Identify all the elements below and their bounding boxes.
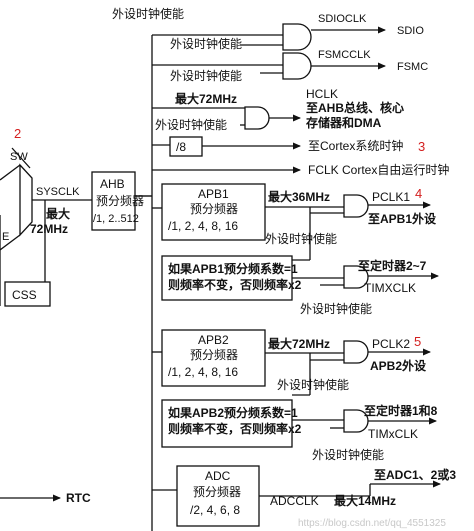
apb1-timer-dest: 至定时器2~7 <box>358 258 427 273</box>
hclk-label: HCLK <box>306 87 338 101</box>
sw-label: SW <box>10 151 28 163</box>
pclk2-label: PCLK2 <box>372 337 410 351</box>
apb1-line3: /1, 2, 4, 8, 16 <box>168 219 238 233</box>
css-label: CSS <box>12 288 37 302</box>
apb1-timer-enable: 外设时钟使能 <box>300 301 372 316</box>
apb1-prescaler-box <box>161 183 266 241</box>
e-label: E <box>2 231 9 243</box>
fsmcclk-label: FSMCCLK <box>318 49 371 61</box>
marker-3: 3 <box>418 139 425 154</box>
timxclk2-label: TIMxCLK <box>368 427 418 441</box>
marker-2: 2 <box>14 126 21 141</box>
ahb-name: AHB <box>100 177 125 191</box>
sdio-label: SDIO <box>397 25 424 37</box>
adc-max-label: 最大14MHz <box>334 493 396 508</box>
sysclk-label: SYSCLK <box>36 186 80 198</box>
apb2-line3: /1, 2, 4, 8, 16 <box>168 365 238 379</box>
ahb-prescaler-box <box>91 171 136 231</box>
apb2-mult-line1: 如果APB2预分频系数=1 <box>168 405 298 420</box>
hclk-and-gate <box>244 106 270 130</box>
apb1-mult-line1: 如果APB1预分频系数=1 <box>168 261 298 276</box>
apb1-timer-and-gate <box>343 265 369 289</box>
apb2-prescaler-box <box>161 329 266 387</box>
apb1-dest-label: 至APB1外设 <box>368 211 437 226</box>
apb1-max-label: 最大36MHz <box>268 189 330 204</box>
adc-dest-label: 至ADC1、2或3 <box>374 467 456 482</box>
apb2-multiplier-box <box>161 399 293 448</box>
sdio-enable-label: 外设时钟使能 <box>112 6 184 21</box>
ahb-line3: /1, 2..512 <box>93 213 139 225</box>
pclk1-label: PCLK1 <box>372 190 410 204</box>
sdio-and-gate <box>282 23 312 51</box>
sysclk-max-line2: 72MHz <box>30 222 68 236</box>
sysclk-mux <box>19 163 33 237</box>
pclk2-and-gate <box>343 340 369 364</box>
sdioclk-label: SDIOCLK <box>318 13 367 25</box>
marker-4: 4 <box>415 186 422 201</box>
marker-5: 5 <box>414 334 421 349</box>
fclk-label: FCLK Cortex自由运行时钟 <box>308 162 449 177</box>
cortex-clock-label: 至Cortex系统时钟 <box>308 138 403 153</box>
hclk-dest-line1: 至AHB总线、核心 <box>306 100 404 115</box>
ahb-line2: 预分频器 <box>96 194 144 208</box>
adc-line2: 预分频器 <box>193 485 241 499</box>
apb2-line2: 预分频器 <box>190 348 238 362</box>
apb2-dest-label: APB2外设 <box>370 358 427 373</box>
apb1-name: APB1 <box>198 187 229 201</box>
apb1-enable-label: 外设时钟使能 <box>265 231 337 246</box>
fsmc-label: FSMC <box>397 61 428 73</box>
fsmc-enable-label: 外设时钟使能 <box>170 36 242 51</box>
adc-name: ADC <box>205 469 231 483</box>
apb1-mult-line2: 则频率不变，否则频率x2 <box>168 277 302 292</box>
apb2-max-label: 最大72MHz <box>268 336 330 351</box>
sysclk-max-line1: 最大 <box>46 206 70 221</box>
apb1-line2: 预分频器 <box>190 202 238 216</box>
timxclk1-label: TIMXCLK <box>364 281 416 295</box>
watermark: https://blog.csdn.net/qq_4551325 <box>298 518 446 529</box>
apb2-timer-enable: 外设时钟使能 <box>312 447 384 462</box>
extra-enable-label: 外设时钟使能 <box>170 68 242 83</box>
hclk-dest-line2: 存储器和DMA <box>305 115 382 130</box>
css-box <box>4 281 51 307</box>
hclk-max-label: 最大72MHz <box>175 91 237 106</box>
apb2-timer-dest: 至定时器1和8 <box>364 403 438 418</box>
apb2-name: APB2 <box>198 333 229 347</box>
adc-line3: /2, 4, 6, 8 <box>190 503 240 517</box>
div8-label: /8 <box>176 140 186 154</box>
hclk-enable-label: 外设时钟使能 <box>155 117 227 132</box>
apb2-timer-and-gate <box>343 409 369 433</box>
apb2-mult-line2: 则频率不变，否则频率x2 <box>168 421 302 436</box>
adcclk-label: ADCCLK <box>270 494 319 508</box>
apb2-enable-label: 外设时钟使能 <box>277 377 349 392</box>
rtc-label: RTC <box>66 491 91 505</box>
pclk1-and-gate <box>343 194 369 218</box>
fsmc-and-gate <box>282 52 312 80</box>
